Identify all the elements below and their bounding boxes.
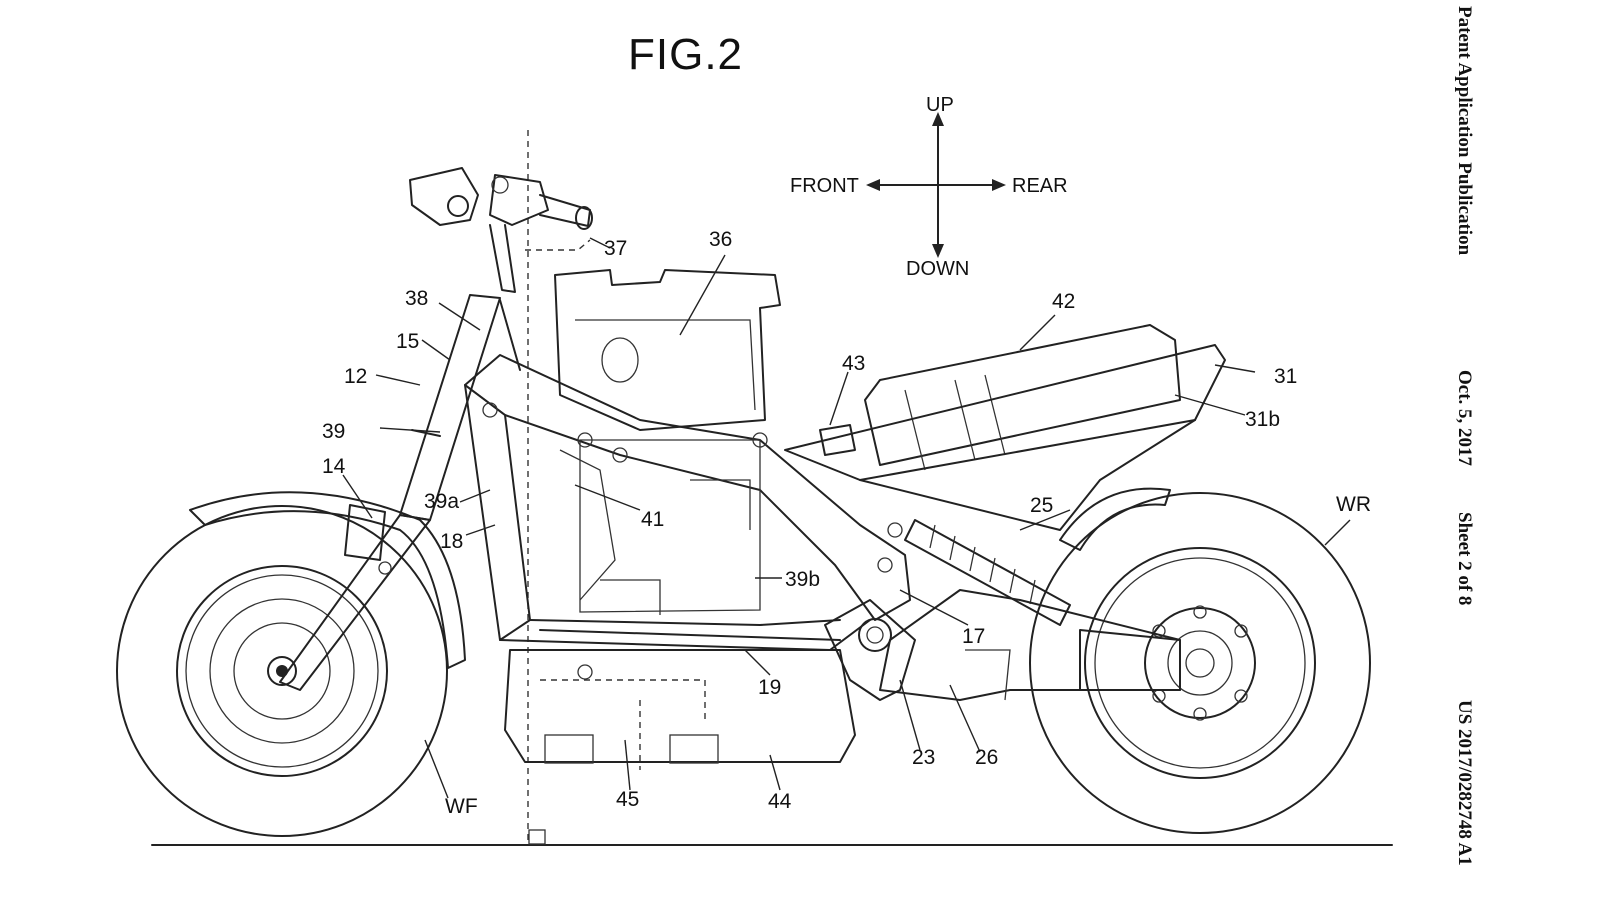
ref-37: 37 bbox=[604, 237, 628, 260]
axis-marker bbox=[528, 829, 546, 845]
ref-19: 19 bbox=[758, 676, 782, 699]
fuel-cell-unit bbox=[554, 269, 781, 615]
rear-fender bbox=[1059, 487, 1171, 551]
swingarm bbox=[879, 589, 1181, 701]
arrow-right-icon bbox=[992, 179, 1006, 191]
part-43 bbox=[819, 424, 856, 456]
ref-12: 12 bbox=[344, 365, 368, 388]
ref-31: 31 bbox=[1274, 365, 1298, 388]
front-fork bbox=[279, 294, 501, 691]
header-sheet: Sheet 2 of 8 bbox=[1454, 512, 1475, 606]
direction-front-label: FRONT bbox=[790, 175, 859, 197]
pivot-23 bbox=[824, 599, 916, 701]
direction-down-label: DOWN bbox=[906, 258, 970, 280]
front-fender bbox=[189, 491, 466, 669]
ref-36: 36 bbox=[709, 228, 733, 251]
dashed-leader-37 bbox=[525, 239, 591, 251]
ref-25: 25 bbox=[1030, 494, 1054, 517]
under-cover-44 bbox=[504, 649, 856, 770]
leader-lines bbox=[342, 237, 1351, 799]
ref-39a: 39a bbox=[424, 490, 460, 513]
ref-41: 41 bbox=[641, 508, 665, 531]
ref-18: 18 bbox=[440, 530, 464, 553]
ref-39: 39 bbox=[322, 420, 346, 443]
ref-14: 14 bbox=[322, 455, 346, 478]
direction-rear-label: REAR bbox=[1012, 175, 1068, 197]
ref-43: 43 bbox=[842, 352, 866, 375]
front-wheel bbox=[116, 505, 448, 837]
arrow-left-icon bbox=[866, 179, 880, 191]
ref-17: 17 bbox=[962, 625, 986, 648]
ref-45: 45 bbox=[616, 788, 640, 811]
ref-26: 26 bbox=[975, 746, 999, 769]
direction-up-label: UP bbox=[926, 94, 954, 116]
header-publication: Patent Application Publication bbox=[1454, 6, 1475, 256]
header-number: US 2017/0282748 A1 bbox=[1454, 700, 1475, 866]
lower-frame-19 bbox=[539, 629, 841, 641]
rear-wheel bbox=[1029, 492, 1371, 834]
ref-44: 44 bbox=[768, 790, 792, 813]
arrow-down-icon bbox=[932, 244, 944, 258]
ref-42: 42 bbox=[1052, 290, 1076, 313]
handlebar-assembly bbox=[409, 167, 593, 293]
ref-wf: WF bbox=[445, 795, 478, 818]
arrow-up-icon bbox=[932, 112, 944, 126]
ref-wr: WR bbox=[1336, 493, 1371, 516]
ref-15: 15 bbox=[396, 330, 420, 353]
figure-title: FIG.2 bbox=[628, 30, 744, 79]
rear-frame-31 bbox=[784, 344, 1226, 531]
ref-38: 38 bbox=[405, 287, 429, 310]
hydrogen-tank bbox=[864, 324, 1181, 471]
rear-shock-absorber bbox=[904, 519, 1071, 626]
header-date: Oct. 5, 2017 bbox=[1454, 370, 1475, 467]
ref-31b: 31b bbox=[1245, 408, 1281, 431]
direction-arrows bbox=[866, 112, 1006, 258]
ref-39b: 39b bbox=[785, 568, 821, 591]
ref-23: 23 bbox=[912, 746, 936, 769]
